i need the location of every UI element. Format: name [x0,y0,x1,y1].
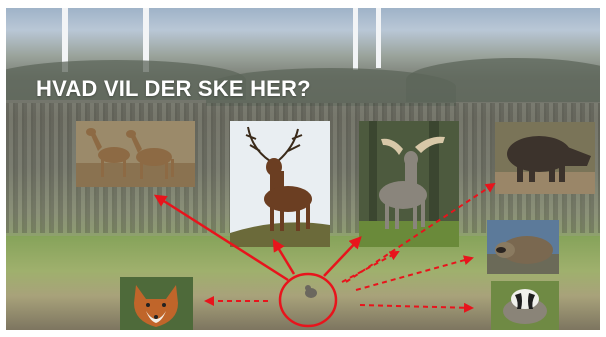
arrow-to-roe-deer [153,194,289,282]
fallow-deer-photo [359,121,459,247]
origin-circle [278,272,338,328]
roe-deer-photo [76,121,195,187]
badger-photo [491,281,559,330]
arrow-to-red-deer [272,238,296,275]
fox-photo [120,277,193,330]
slide: HVAD VIL DER SKE HER? [6,8,600,330]
wind-turbine [376,8,381,68]
arrow-layer [153,182,496,328]
red-deer-photo [230,121,330,247]
arrow-to-badger [359,302,474,313]
field-animal [302,283,320,301]
page-title: HVAD VIL DER SKE HER? [36,76,311,101]
arrow-to-raccoon-dog [355,255,474,291]
wind-turbine [353,8,358,70]
arrow-to-fallow-deer [323,236,362,277]
wind-turbine [143,8,149,72]
wind-turbine [62,8,68,72]
raccoon-dog-photo [487,220,559,274]
treeline [406,58,600,102]
arrow-to-wild-boar [345,182,496,283]
wild-boar-photo [495,122,595,194]
